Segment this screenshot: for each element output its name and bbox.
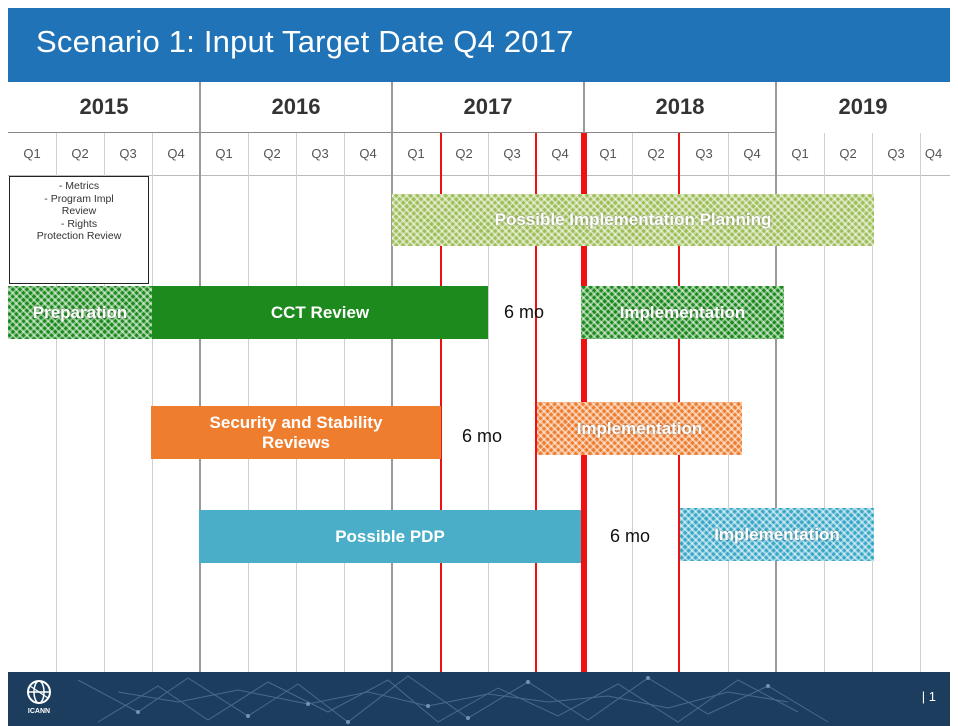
logo-text: ICANN <box>27 708 51 715</box>
quarter-label: Q4 <box>359 146 377 161</box>
year-2019: 2019 <box>838 94 888 119</box>
note-line: - Program Impl <box>44 192 114 205</box>
red-marker-line <box>535 133 537 672</box>
year-header-row: 2015 2016 2017 2018 2019 <box>8 82 950 132</box>
cct-review-bar: CCT Review <box>152 286 488 339</box>
year-2018: 2018 <box>655 94 705 119</box>
note-line: Review <box>61 205 97 217</box>
quarter-divider <box>104 133 105 672</box>
bar-label: Implementation <box>576 418 703 438</box>
quarter-divider <box>152 133 153 672</box>
bar-label-line: Security and Stability <box>209 412 383 432</box>
quarter-label: Q2 <box>71 146 89 161</box>
note-line: - Metrics <box>58 180 100 192</box>
bar-label: Possible Implementation Planning <box>494 210 772 229</box>
bar-label: Preparation <box>32 302 128 322</box>
year-divider <box>391 82 393 672</box>
possible-implementation-planning-bar: Possible Implementation Planning <box>392 194 874 246</box>
quarter-label: Q1 <box>215 146 233 161</box>
page-number: | 1 <box>921 689 936 704</box>
quarter-divider <box>920 133 921 672</box>
note-line: - Rights <box>60 217 98 230</box>
slide-header: Scenario 1: Input Target Date Q4 2017 <box>8 8 950 82</box>
quarter-label: Q1 <box>407 146 425 161</box>
year-2015: 2015 <box>79 94 129 119</box>
quarter-label: Q3 <box>119 146 137 161</box>
quarter-label: Q3 <box>695 146 713 161</box>
ssr-implementation-bar: Implementation <box>537 402 742 455</box>
note-line: Protection Review <box>36 230 122 242</box>
quarter-divider <box>56 133 57 672</box>
quarter-label: Q4 <box>167 146 185 161</box>
quarter-divider <box>488 133 489 672</box>
globe-icon <box>27 680 51 704</box>
slide-title: Scenario 1: Input Target Date Q4 2017 <box>36 24 574 59</box>
quarter-label: Q1 <box>599 146 617 161</box>
quarter-label: Q3 <box>887 146 905 161</box>
year-2017: 2017 <box>463 94 513 119</box>
pdp-implementation-bar: Implementation <box>680 508 874 561</box>
quarter-label: Q4 <box>743 146 761 161</box>
quarter-label: Q3 <box>311 146 329 161</box>
quarter-label: Q3 <box>503 146 521 161</box>
quarter-header-row: Q1 Q2 Q3 Q4 Q1 Q2 Q3 Q4 Q1 Q2 Q3 Q4 Q1 Q… <box>8 133 950 175</box>
ssr-gap-label: 6 mo <box>462 426 503 446</box>
network-pattern <box>77 675 829 724</box>
quarter-divider <box>872 133 873 672</box>
quarter-divider <box>344 133 345 672</box>
cct-gap-label: 6 mo <box>504 302 545 322</box>
quarter-label: Q4 <box>551 146 569 161</box>
preparation-bar: Preparation <box>8 286 152 339</box>
bar-label: CCT Review <box>270 302 370 322</box>
quarter-label: Q2 <box>647 146 665 161</box>
bar-label-line: Reviews <box>261 432 331 452</box>
red-marker-line <box>440 133 442 672</box>
quarter-row-divider <box>8 175 950 176</box>
bar-label: Implementation <box>714 524 840 544</box>
pdp-gap-label: 6 mo <box>610 526 651 546</box>
quarter-label: Q1 <box>791 146 809 161</box>
slide-footer: ICANN | 1 <box>8 672 950 726</box>
quarter-label: Q2 <box>839 146 857 161</box>
quarter-label: Q1 <box>23 146 41 161</box>
cct-implementation-bar: Implementation <box>581 286 784 339</box>
year-divider <box>775 82 777 672</box>
review-notes-box: - Metrics - Program Impl Review - Rights… <box>9 176 149 284</box>
year-2016: 2016 <box>271 94 321 119</box>
quarter-divider <box>296 133 297 672</box>
quarter-divider <box>248 133 249 672</box>
bar-label: Implementation <box>619 302 746 322</box>
icann-logo: ICANN <box>22 678 56 720</box>
quarter-label: Q2 <box>455 146 473 161</box>
quarter-label: Q4 <box>924 146 943 161</box>
quarter-divider <box>824 133 825 672</box>
bar-label: Possible PDP <box>335 526 445 546</box>
quarter-label: Q2 <box>263 146 281 161</box>
year-divider <box>199 82 201 672</box>
possible-pdp-bar: Possible PDP <box>199 510 581 563</box>
